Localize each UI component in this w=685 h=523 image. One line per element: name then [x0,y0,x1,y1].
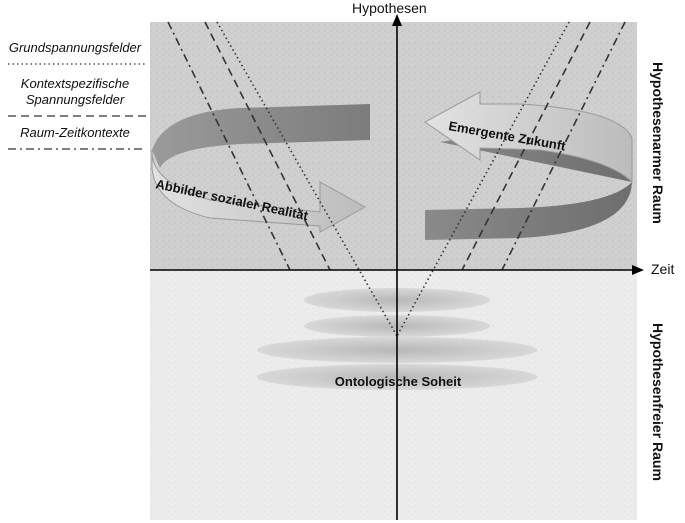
dashdot-line-left [167,21,291,271]
dotted-line-left [216,21,398,337]
legend-label-raum-zeitkontexte: Raum-Zeitkontexte [20,125,130,140]
band-back-left [152,104,370,168]
y-axis-arrowhead [392,14,402,26]
legend-label-kontextspezifische: Kontextspezifische Spannungsfelder [20,76,130,107]
legend-label-grundspannungsfelder: Grundspannungsfelder [8,40,142,55]
y-axis-label: Hypothesen [352,0,427,16]
x-axis-arrowhead [632,265,644,275]
upper-region-label: Hypothesenarmer Raum [650,62,666,224]
arrow-left-front [151,149,367,233]
dashed-line-right [461,21,591,271]
x-axis-label: Zeit [651,261,675,277]
dashed-line-left [204,21,331,271]
dotted-line-right [396,21,570,337]
dashdot-line-right [501,21,626,271]
lower-region-label: Hypothesenfreier Raum [650,323,666,481]
center-label: Ontologische Soheit [335,374,462,389]
arrow-right-front [424,91,633,184]
